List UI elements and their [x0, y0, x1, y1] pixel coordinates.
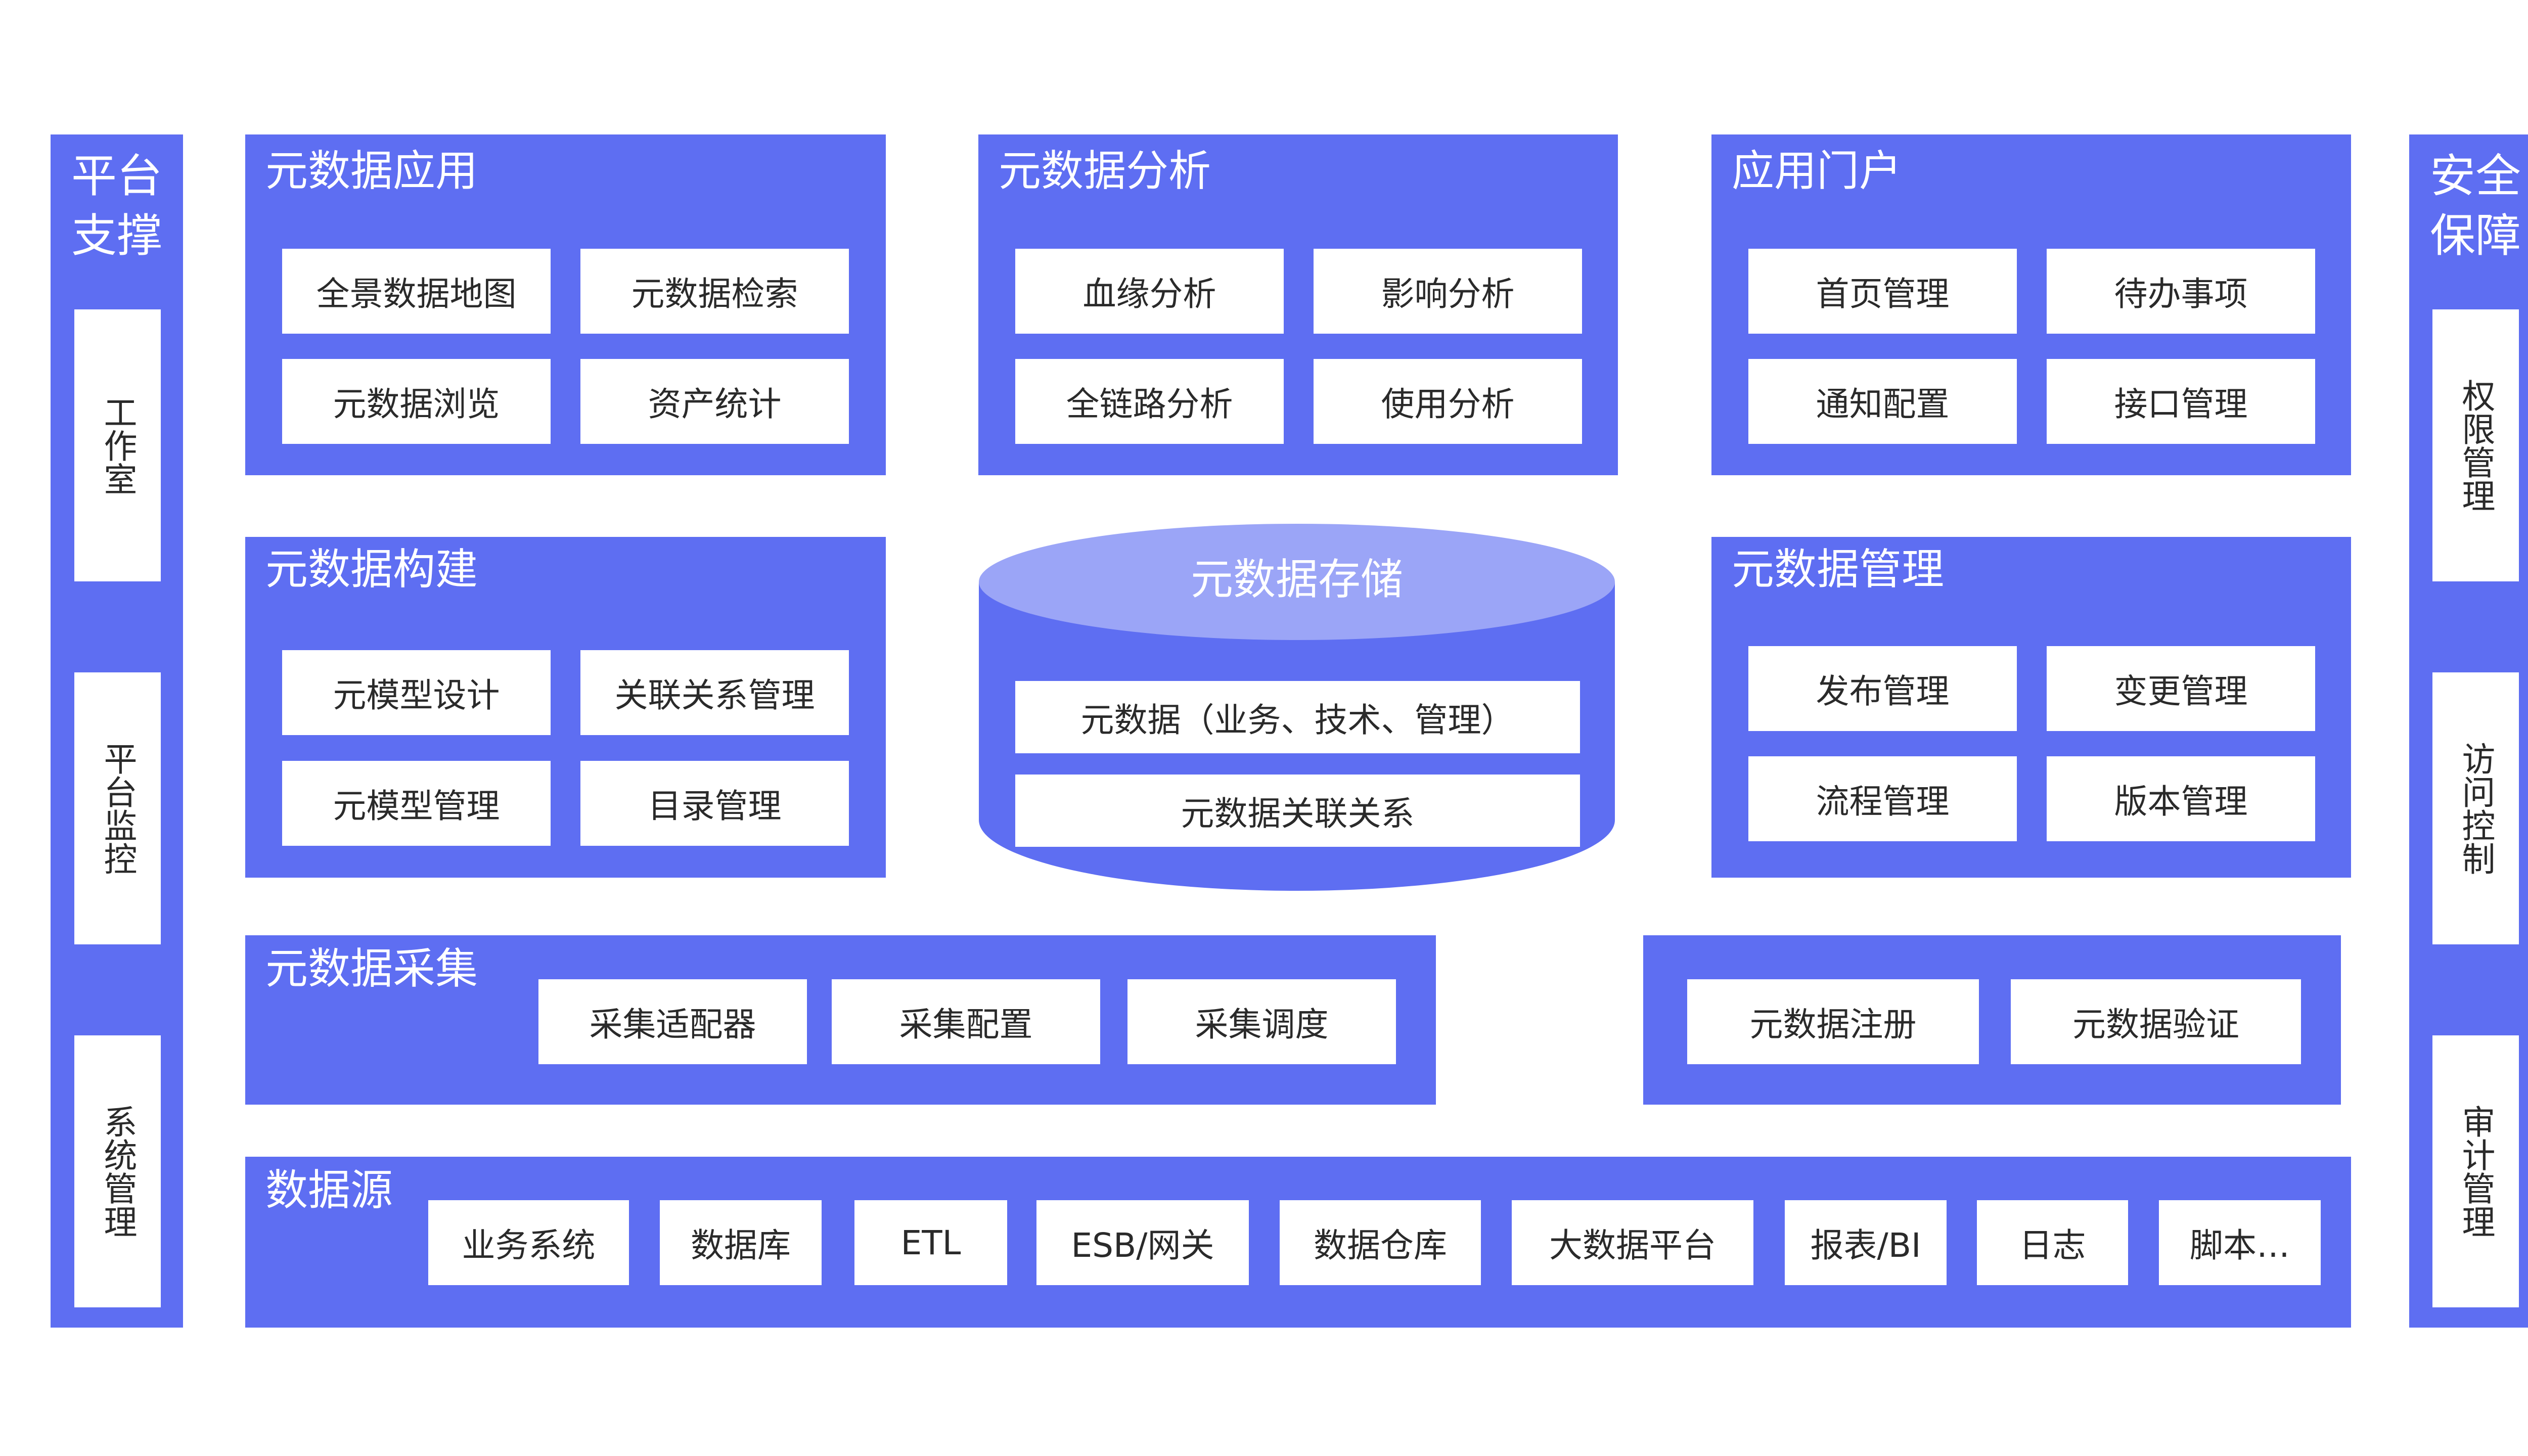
metadata-search-item[interactable]: 元数据检索	[580, 249, 849, 334]
metadata-build-title: 元数据构建	[265, 544, 478, 594]
access-control-item[interactable]: 访问控制	[2432, 672, 2519, 944]
esb-gateway-item[interactable]: ESB/网关	[1036, 1200, 1249, 1285]
etl-item[interactable]: ETL	[854, 1200, 1007, 1285]
metadata-collect-title: 元数据采集	[265, 944, 478, 993]
collect-config-item[interactable]: 采集配置	[832, 979, 1100, 1064]
log-item[interactable]: 日志	[1977, 1200, 2128, 1285]
full-link-analysis-item[interactable]: 全链路分析	[1015, 359, 1284, 444]
interface-manage-item[interactable]: 接口管理	[2047, 359, 2315, 444]
metadata-business-tech-manage-item[interactable]: 元数据（业务、技术、管理）	[1015, 681, 1580, 753]
collect-adapter-item[interactable]: 采集适配器	[538, 979, 807, 1064]
metadata-browse-item[interactable]: 元数据浏览	[282, 359, 551, 444]
platform-support-title: 平台 支撑	[71, 150, 162, 262]
asset-stats-item[interactable]: 资产统计	[580, 359, 849, 444]
system-manage-item[interactable]: 系统管理	[74, 1035, 161, 1307]
lineage-analysis-item[interactable]: 血缘分析	[1015, 249, 1284, 334]
metadata-collect-panel: 元数据采集 采集适配器 采集配置 采集调度	[245, 935, 1436, 1105]
metadata-analysis-panel: 元数据分析 血缘分析 影响分析 全链路分析 使用分析	[978, 134, 1618, 475]
workspace-item[interactable]: 工作室	[74, 309, 161, 581]
metadata-validate-item[interactable]: 元数据验证	[2011, 979, 2301, 1064]
metamodel-manage-item[interactable]: 元模型管理	[282, 761, 551, 846]
metadata-relation-item[interactable]: 元数据关联关系	[1015, 775, 1580, 847]
catalog-manage-item[interactable]: 目录管理	[580, 761, 849, 846]
cylinder-top	[979, 524, 1615, 640]
notify-config-item[interactable]: 通知配置	[1748, 359, 2017, 444]
metadata-register-panel: 元数据注册 元数据验证	[1643, 935, 2341, 1105]
process-manage-item[interactable]: 流程管理	[1748, 756, 2017, 841]
security-title: 安全 保障	[2430, 150, 2521, 262]
permission-manage-item[interactable]: 权限管理	[2432, 309, 2519, 581]
script-item[interactable]: 脚本…	[2159, 1200, 2321, 1285]
metamodel-design-item[interactable]: 元模型设计	[282, 650, 551, 735]
data-map-item[interactable]: 全景数据地图	[282, 249, 551, 334]
metadata-app-title: 元数据应用	[265, 146, 478, 196]
data-warehouse-item[interactable]: 数据仓库	[1280, 1200, 1481, 1285]
metadata-build-panel: 元数据构建 元模型设计 关联关系管理 元模型管理 目录管理	[245, 537, 886, 878]
collect-schedule-item[interactable]: 采集调度	[1127, 979, 1396, 1064]
audit-manage-item[interactable]: 审计管理	[2432, 1035, 2519, 1307]
data-source-title: 数据源	[265, 1165, 393, 1215]
data-source-panel: 数据源 业务系统 数据库 ETL ESB/网关 数据仓库 大数据平台 报表/BI…	[245, 1157, 2351, 1328]
big-data-platform-item[interactable]: 大数据平台	[1512, 1200, 1753, 1285]
platform-support-panel: 平台 支撑 工作室 平台监控 系统管理	[51, 134, 183, 1328]
metadata-analysis-title: 元数据分析	[999, 146, 1211, 196]
relation-manage-item[interactable]: 关联关系管理	[580, 650, 849, 735]
impact-analysis-item[interactable]: 影响分析	[1314, 249, 1582, 334]
version-manage-item[interactable]: 版本管理	[2047, 756, 2315, 841]
security-panel: 安全 保障 权限管理 访问控制 审计管理	[2409, 134, 2528, 1328]
metadata-register-item[interactable]: 元数据注册	[1687, 979, 1979, 1064]
metadata-manage-panel: 元数据管理 发布管理 变更管理 流程管理 版本管理	[1711, 537, 2351, 878]
platform-monitor-item[interactable]: 平台监控	[74, 672, 161, 944]
todo-item[interactable]: 待办事项	[2047, 249, 2315, 334]
publish-manage-item[interactable]: 发布管理	[1748, 646, 2017, 731]
database-item[interactable]: 数据库	[660, 1200, 822, 1285]
homepage-manage-item[interactable]: 首页管理	[1748, 249, 2017, 334]
business-system-item[interactable]: 业务系统	[428, 1200, 629, 1285]
app-portal-title: 应用门户	[1732, 146, 1902, 196]
usage-analysis-item[interactable]: 使用分析	[1314, 359, 1582, 444]
metadata-manage-title: 元数据管理	[1732, 544, 1945, 594]
app-portal-panel: 应用门户 首页管理 待办事项 通知配置 接口管理	[1711, 134, 2351, 475]
change-manage-item[interactable]: 变更管理	[2047, 646, 2315, 731]
metadata-storage-title: 元数据存储	[1190, 555, 1404, 604]
metadata-app-panel: 元数据应用 全景数据地图 元数据检索 元数据浏览 资产统计	[245, 134, 886, 475]
report-bi-item[interactable]: 报表/BI	[1785, 1200, 1947, 1285]
